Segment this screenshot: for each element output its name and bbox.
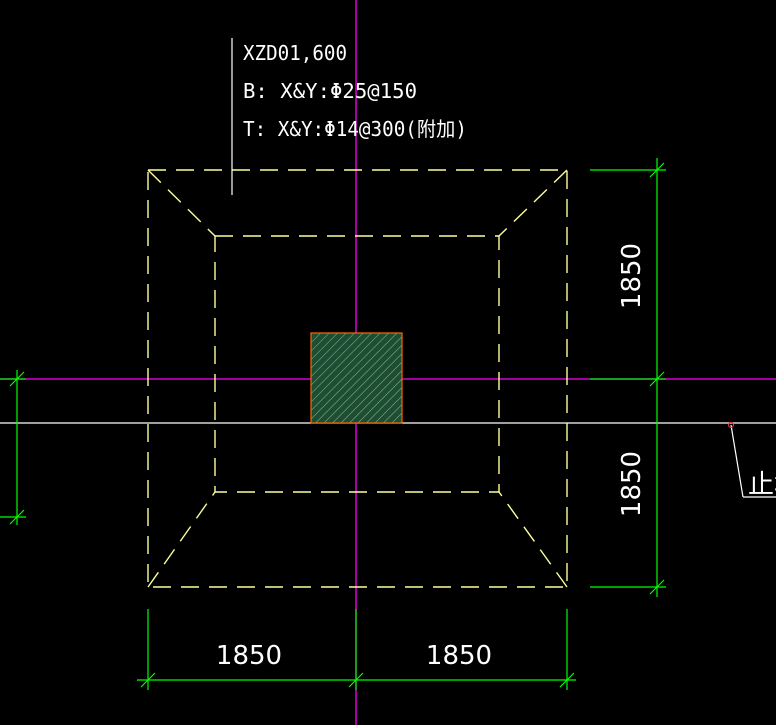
dimension-left-edge-partial: 1850 <box>0 415 5 481</box>
dimension-upper-span: 1850 <box>617 243 647 309</box>
side-label-leader-marker <box>728 422 734 428</box>
side-label-leader <box>730 424 744 498</box>
dimension-left-span: 1850 <box>216 641 282 671</box>
bottom-dimension-group <box>137 609 576 690</box>
footing-outer-outline <box>147 169 568 588</box>
left-partial-dimension-group <box>0 370 26 525</box>
column-section <box>310 332 403 424</box>
annotation-line-3: T: X&Y:Φ14@300(附加) <box>243 117 467 141</box>
footing-corner-diagonals <box>147 169 568 588</box>
side-label: 止块 <box>748 470 776 500</box>
right-dimension-group <box>590 158 666 597</box>
dimension-right-span: 1850 <box>426 641 492 671</box>
dimension-lower-span: 1850 <box>617 451 647 517</box>
annotation-line-2: B: X&Y:Φ25@150 <box>243 79 417 103</box>
footing-inner-outline <box>214 235 500 493</box>
annotation-line-1: XZD01,600 <box>243 41 347 65</box>
